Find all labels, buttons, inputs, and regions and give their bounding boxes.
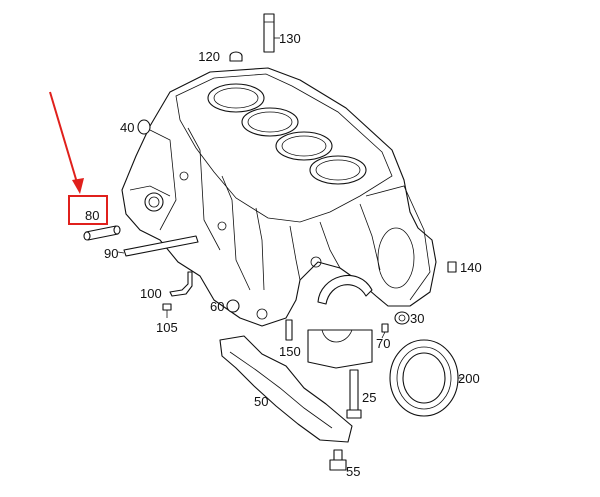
label-90: 90 — [104, 246, 118, 261]
highlight-arrowhead-icon — [72, 178, 84, 194]
label-100: 100 — [140, 286, 162, 301]
part-60-plug — [226, 299, 240, 313]
part-90-tube — [117, 235, 199, 257]
rear-seal-carrier — [317, 274, 373, 305]
part-55-bolt — [329, 449, 347, 471]
label-60: 60 — [210, 299, 224, 314]
part-70-pin — [381, 323, 389, 339]
label-70: 70 — [376, 336, 390, 351]
label-80: 80 — [85, 208, 99, 223]
highlight-annotation — [49, 91, 108, 225]
part-30-ring — [394, 311, 410, 325]
part-100-pipe — [169, 271, 193, 297]
highlight-arrow-icon — [49, 91, 79, 187]
label-130: 130 — [279, 31, 301, 46]
label-30: 30 — [410, 311, 424, 326]
part-25-bolt — [346, 369, 362, 419]
part-105-bolt — [162, 303, 172, 318]
label-120: 120 — [198, 49, 220, 64]
part-200-crank-seal — [389, 339, 464, 417]
label-200: 200 — [458, 371, 480, 386]
part-40-cap — [137, 119, 151, 135]
label-140: 140 — [460, 260, 482, 275]
part-50-bracket — [219, 335, 353, 443]
label-150: 150 — [279, 344, 301, 359]
main-bearing-cap — [307, 329, 373, 369]
highlight-box — [68, 195, 108, 225]
label-40: 40 — [120, 120, 134, 135]
cylinder-block — [121, 67, 437, 327]
part-140-plug — [447, 261, 457, 273]
label-55: 55 — [346, 464, 360, 479]
part-80-sleeve — [83, 225, 121, 241]
part-120-plug — [229, 51, 243, 62]
part-130-dowel — [263, 13, 280, 53]
part-150-pin — [285, 319, 293, 341]
label-105: 105 — [156, 320, 178, 335]
label-25: 25 — [362, 390, 376, 405]
label-50: 50 — [254, 394, 268, 409]
